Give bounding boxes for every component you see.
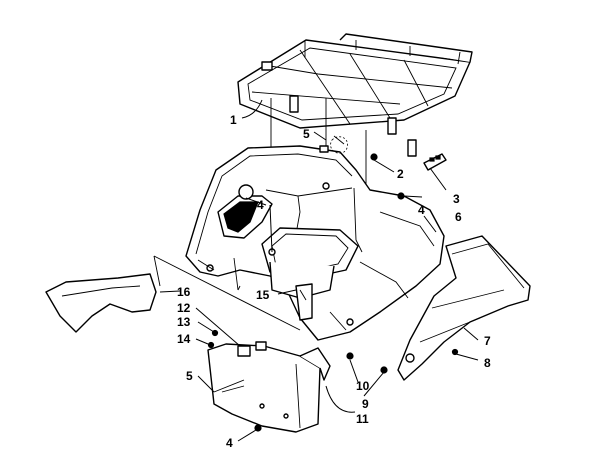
callout-2: 2 xyxy=(397,167,404,181)
screw-outline xyxy=(330,136,348,154)
callout-labels: 1 2 3 4 4 4 5 5 6 7 8 9 10 11 12 13 14 1… xyxy=(177,113,491,450)
callout-15: 15 xyxy=(256,288,270,302)
fender-extension xyxy=(397,235,531,381)
callout-5b: 5 xyxy=(186,369,193,383)
callout-4b: 4 xyxy=(418,203,425,217)
reflector xyxy=(423,153,447,171)
callout-6: 6 xyxy=(455,210,462,224)
rear-rack xyxy=(237,33,473,157)
grommet xyxy=(346,352,354,360)
washer xyxy=(380,366,388,374)
bracket xyxy=(295,283,313,321)
screw xyxy=(213,379,245,393)
callout-12: 12 xyxy=(177,301,191,315)
callout-11: 11 xyxy=(356,412,369,426)
leader-lines xyxy=(159,99,479,442)
nut xyxy=(254,424,262,432)
callout-4c: 4 xyxy=(226,436,233,450)
callout-10: 10 xyxy=(356,379,370,393)
callout-3: 3 xyxy=(453,192,460,206)
callout-14: 14 xyxy=(177,332,191,346)
callout-9: 9 xyxy=(362,397,369,411)
callout-8: 8 xyxy=(484,356,491,370)
callout-4a: 4 xyxy=(257,198,264,212)
callout-1: 1 xyxy=(230,113,237,127)
push-rivet xyxy=(370,153,378,161)
rear-fender-body xyxy=(185,145,445,341)
callout-7: 7 xyxy=(484,334,491,348)
fastener xyxy=(451,348,459,356)
bolt xyxy=(207,341,215,349)
mud-flap xyxy=(207,341,331,433)
callout-5a: 5 xyxy=(303,127,310,141)
callout-16: 16 xyxy=(177,285,191,299)
callout-13: 13 xyxy=(177,315,191,329)
left-splash-panel xyxy=(45,255,301,333)
nut xyxy=(397,192,405,200)
